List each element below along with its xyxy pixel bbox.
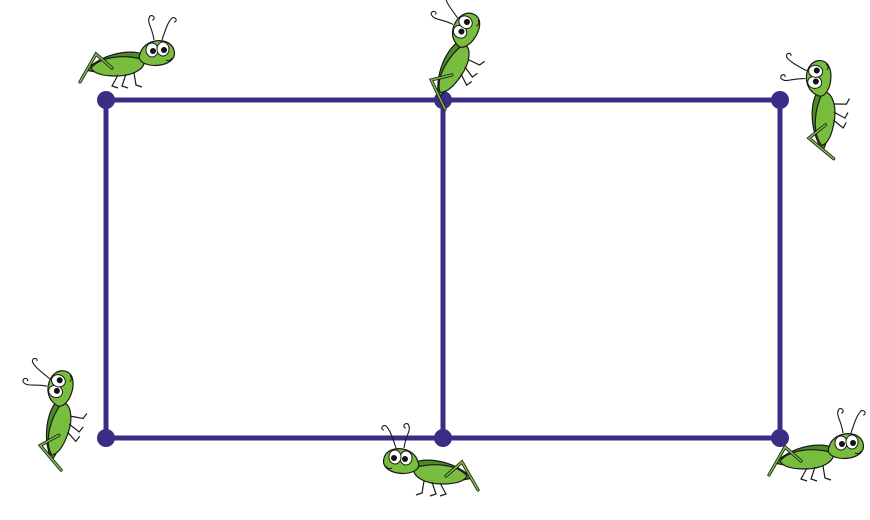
grasshopper-icon-top-left [78, 13, 178, 90]
node-bottom-middle [434, 429, 452, 447]
nodes-layer [97, 91, 789, 447]
grasshopper-icon-bottom-left [0, 355, 102, 474]
grasshoppers-layer [0, 0, 867, 498]
edges-layer [103, 97, 783, 441]
node-bottom-right [771, 429, 789, 447]
node-top-right [771, 91, 789, 109]
grasshopper-icon-bottom-middle [380, 421, 480, 498]
node-bottom-left [97, 429, 115, 447]
node-top-left [97, 91, 115, 109]
